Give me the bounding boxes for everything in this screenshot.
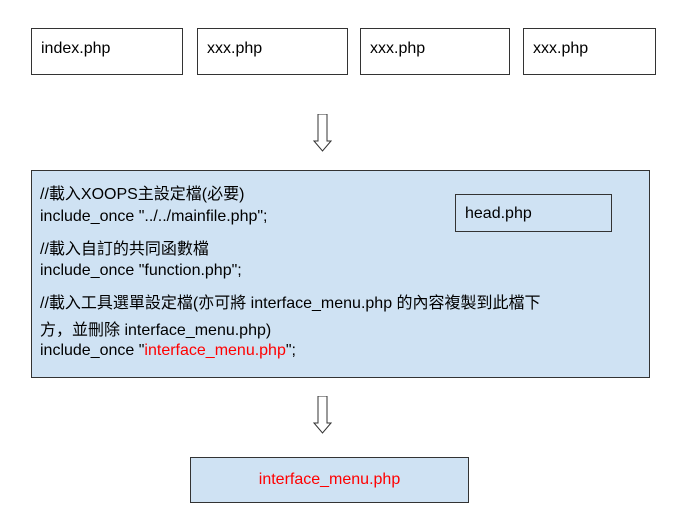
file-label: index.php <box>41 40 111 57</box>
file-box-index: index.php <box>31 28 183 75</box>
file-label: xxx.php <box>370 40 426 57</box>
code-line: //載入自訂的共同函數檔 <box>40 241 209 258</box>
file-box-xxx-2: xxx.php <box>360 28 510 75</box>
file-label: xxx.php <box>207 40 263 57</box>
code-line-include-menu: include_once "interface_menu.php"; <box>40 342 296 360</box>
code-line: include_once "function.php"; <box>40 262 242 279</box>
code-line: //載入工具選單設定檔(亦可將 interface_menu.php 的內容複製… <box>40 295 541 312</box>
head-php-label-box: head.php <box>455 194 612 232</box>
file-label: xxx.php <box>533 40 589 57</box>
interface-menu-label: interface_menu.php <box>258 471 401 488</box>
code-line: //載入XOOPS主設定檔(必要) <box>40 186 245 203</box>
code-text: include_once " <box>40 342 145 359</box>
down-arrow-icon <box>313 396 332 434</box>
down-arrow-icon <box>313 114 332 152</box>
file-box-xxx-1: xxx.php <box>197 28 348 75</box>
code-line: 方，並刪除 interface_menu.php) <box>40 322 272 339</box>
code-text: "; <box>285 342 296 359</box>
code-line: include_once "../../mainfile.php"; <box>40 208 268 225</box>
interface-menu-box: interface_menu.php <box>190 457 469 503</box>
head-php-label: head.php <box>465 205 532 222</box>
file-box-xxx-3: xxx.php <box>523 28 656 75</box>
highlighted-filename: interface_menu.php <box>144 342 286 359</box>
